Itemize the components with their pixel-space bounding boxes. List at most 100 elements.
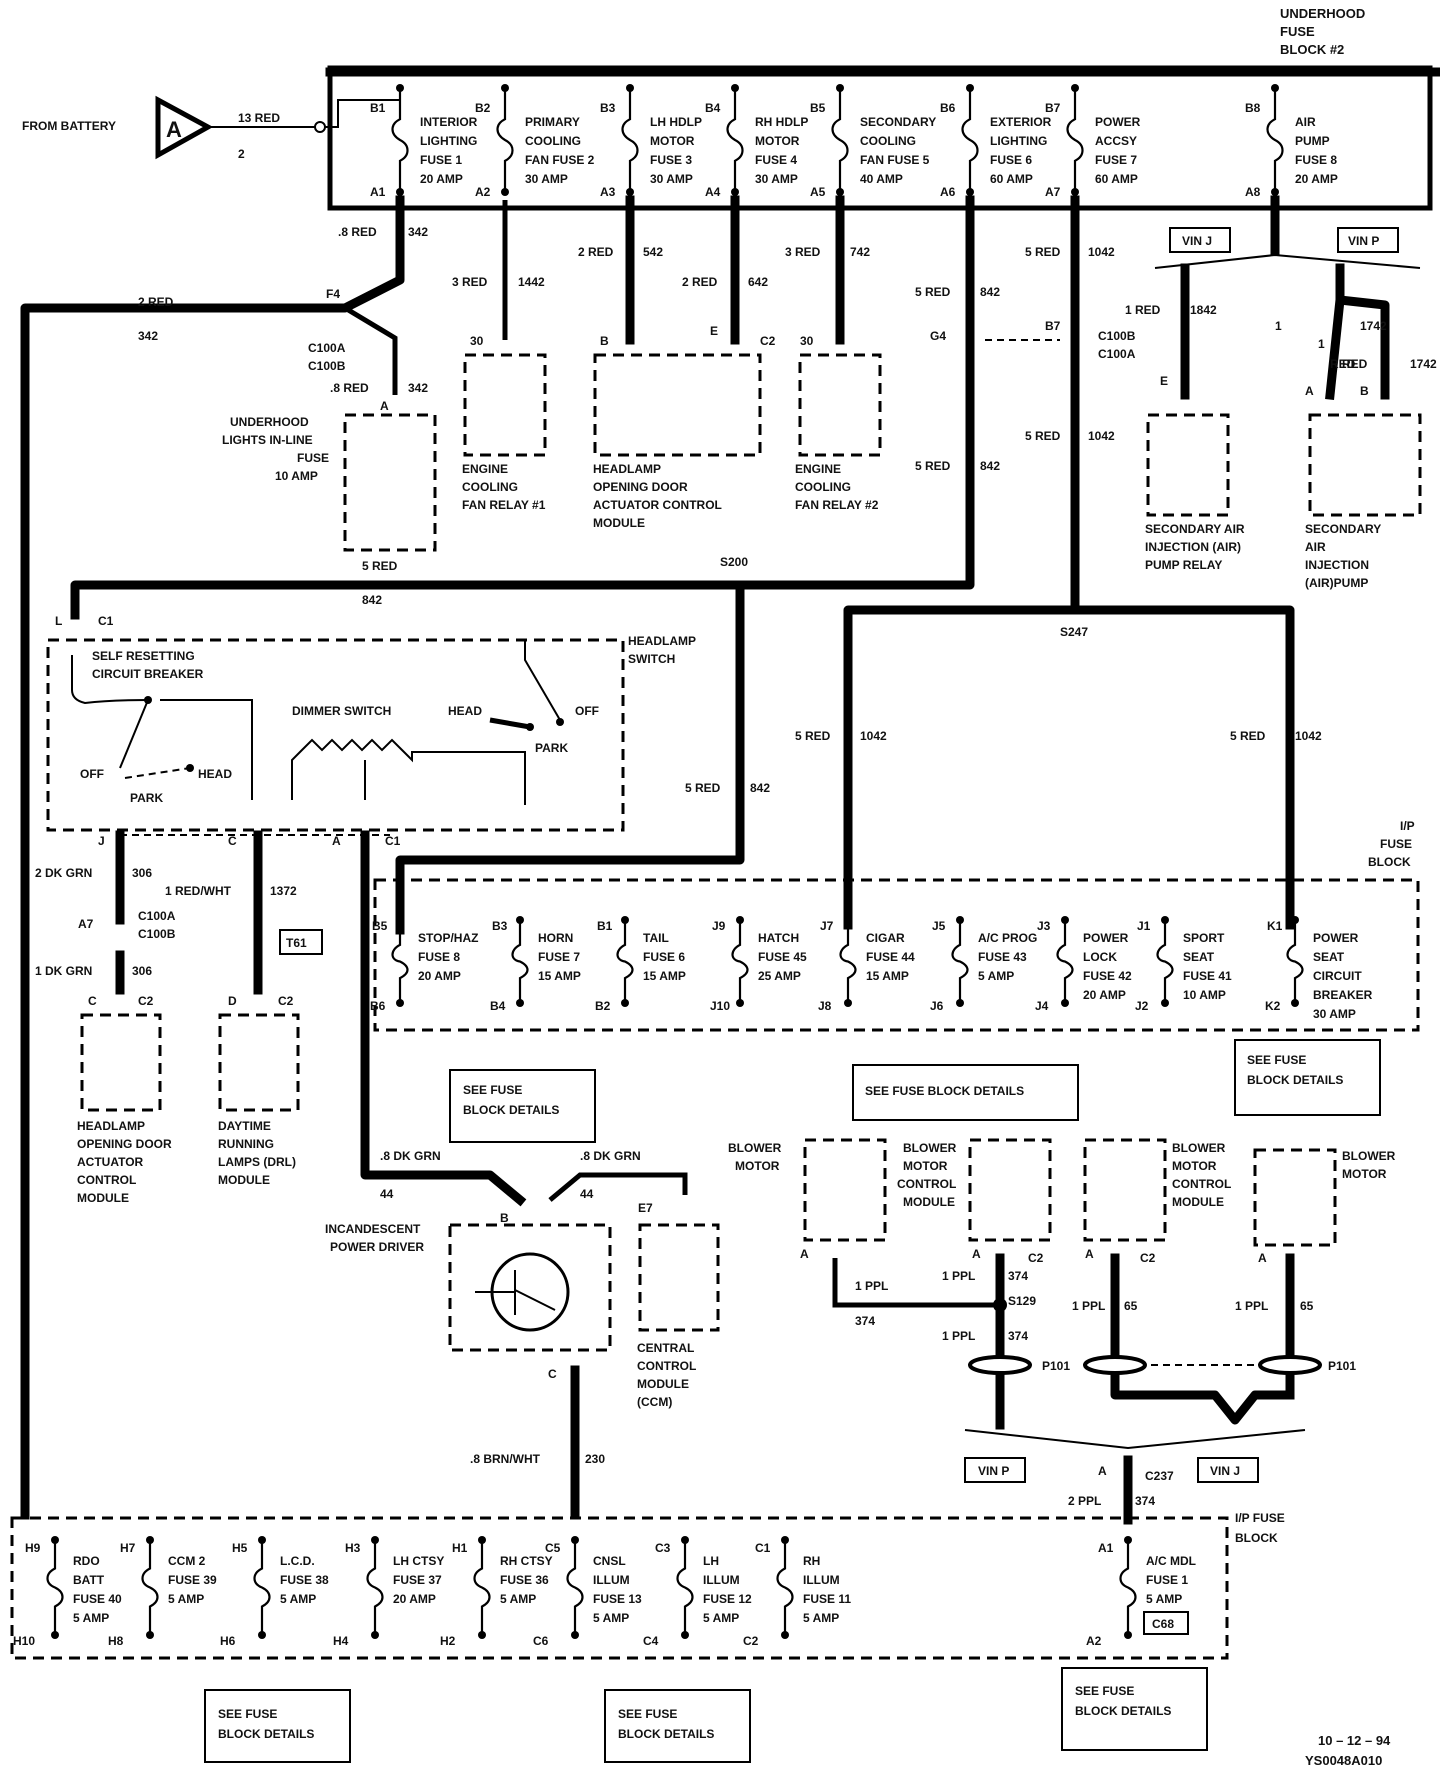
underhood-fuse-label: 60 AMP bbox=[1095, 172, 1138, 186]
ip-lower-fuse-label: LH bbox=[703, 1554, 719, 1568]
ccm-line-1: CENTRAL bbox=[637, 1341, 694, 1355]
ref-box-t61-label: T61 bbox=[286, 936, 307, 950]
underhood-fuse-label: COOLING bbox=[860, 134, 916, 148]
see-details-box-1 bbox=[449, 1069, 596, 1143]
dimmer-label: DIMMER SWITCH bbox=[292, 704, 391, 718]
ip-lower-fuse-9 bbox=[1119, 1536, 1137, 1639]
underhood-fuse-label: MOTOR bbox=[755, 134, 800, 148]
ip-upper-fuse-label: 5 AMP bbox=[978, 969, 1014, 983]
ip-lower-fuse-label: FUSE 37 bbox=[393, 1573, 442, 1587]
underhood-fuse-label: LIGHTING bbox=[420, 134, 477, 148]
underhood-fuse-label: LIGHTING bbox=[990, 134, 1047, 148]
ip-upper-fuse-label: HORN bbox=[538, 931, 573, 945]
wire-label: 3 RED bbox=[785, 245, 821, 259]
wire-label: 1042 bbox=[860, 729, 887, 743]
underhood-fuse-label: EXTERIOR bbox=[990, 115, 1052, 129]
underhood-fuse-label: RH HDLP bbox=[755, 115, 808, 129]
ip-upper-title-1: I/P bbox=[1400, 819, 1415, 833]
ip-lower-title-1: I/P FUSE bbox=[1235, 1511, 1285, 1525]
ip-lower-fuse-top-pin: H9 bbox=[25, 1541, 41, 1555]
ip-lower-fuse-top-pin: H5 bbox=[232, 1541, 248, 1555]
ip-lower-fuse-label: ILLUM bbox=[593, 1573, 630, 1587]
headlamp-switch-title-2: SWITCH bbox=[628, 652, 675, 666]
air-pump-box bbox=[1308, 413, 1422, 517]
air-pump-line-2: AIR bbox=[1305, 540, 1326, 554]
wire-label: 65 bbox=[1124, 1299, 1138, 1313]
wire-label: 1842 bbox=[1190, 303, 1217, 317]
wire-label: 1372 bbox=[270, 884, 297, 898]
ip-upper-fuse-top-pin: J1 bbox=[1137, 919, 1151, 933]
air-pump-line-3: INJECTION bbox=[1305, 558, 1369, 572]
breaker-symbol bbox=[71, 655, 149, 705]
ip-upper-fuse-label: FUSE 8 bbox=[418, 950, 460, 964]
underhood-fuse-top-pin: B7 bbox=[1045, 101, 1061, 115]
underhood-fuse-top-pin: B2 bbox=[475, 101, 491, 115]
blower-ctrl-2-line-1: BLOWER bbox=[1172, 1141, 1226, 1155]
wire-label: 306 bbox=[132, 866, 152, 880]
wire-label: C100B bbox=[1098, 329, 1136, 343]
underhood-title-1: UNDERHOOD bbox=[1280, 6, 1365, 21]
headlamp-switch-c1: C1 bbox=[98, 614, 114, 628]
underhood-fuse-bottom-pin: A3 bbox=[600, 185, 616, 199]
ip-upper-fuse-label: FUSE 41 bbox=[1183, 969, 1232, 983]
ip-upper-fuse-top-pin: B3 bbox=[492, 919, 508, 933]
ip-upper-fuse-label: FUSE 7 bbox=[538, 950, 580, 964]
headlamp-module-top-box bbox=[593, 353, 762, 457]
ip-upper-fuse-2 bbox=[511, 916, 529, 1007]
blower-ctrl-1-pin: A bbox=[972, 1247, 981, 1261]
headlamp-module-left-conn: C2 bbox=[138, 994, 154, 1008]
ip-fuse-block-upper-box bbox=[373, 878, 1420, 1032]
fan-relay-2-box bbox=[798, 353, 882, 457]
ip-lower-fuse-label: RH CTSY bbox=[500, 1554, 553, 1568]
headlamp-module-line-2: OPENING DOOR bbox=[593, 480, 688, 494]
fan-relay-2-line-3: FAN RELAY #2 bbox=[795, 498, 879, 512]
wire-label: 374 bbox=[1008, 1269, 1028, 1283]
headlamp-module-line-3: ACTUATOR CONTROL bbox=[593, 498, 722, 512]
underhood-title-3: BLOCK #2 bbox=[1280, 42, 1344, 57]
drl-module-pin: D bbox=[228, 994, 237, 1008]
underhood-fuse-block: UNDERHOOD FUSE BLOCK #2 FROM BATTERY A 1… bbox=[22, 6, 1433, 211]
wire-label: 5 RED bbox=[915, 459, 951, 473]
ip-lower-fuse-bottom-pin: H8 bbox=[108, 1634, 124, 1648]
wire-label: 842 bbox=[362, 593, 382, 607]
underhood-fuse-bottom-pin: A7 bbox=[1045, 185, 1061, 199]
ip-lower-fuse-label: 5 AMP bbox=[500, 1592, 536, 1606]
underhood-fuse-bottom-pin: A6 bbox=[940, 185, 956, 199]
wire-label: RED bbox=[1330, 357, 1356, 371]
ip-upper-fuse-label: FUSE 6 bbox=[643, 950, 685, 964]
wire-label: RED bbox=[1342, 357, 1368, 371]
underhood-fuse-6 bbox=[961, 84, 979, 196]
fan-relay-2-pin: 30 bbox=[800, 334, 814, 348]
ip-upper-fuse-label: 20 AMP bbox=[418, 969, 461, 983]
ip-lower-fuse-label: ILLUM bbox=[703, 1573, 740, 1587]
vin-p-lower-label: VIN P bbox=[978, 1464, 1009, 1478]
wire-label: 742 bbox=[850, 245, 870, 259]
ccm-line-2: CONTROL bbox=[637, 1359, 696, 1373]
ip-lower-fuse-7 bbox=[676, 1536, 694, 1639]
switch-pos-off: OFF bbox=[80, 767, 104, 781]
ip-upper-fuse-7 bbox=[1056, 916, 1074, 1007]
footer-code: YS0048A010 bbox=[1305, 1753, 1382, 1768]
fan-relay-1-pin: 30 bbox=[470, 334, 484, 348]
ip-lower-fuse-1 bbox=[46, 1536, 64, 1639]
underhood-fuse-bottom-pin: A2 bbox=[475, 185, 491, 199]
ip-upper-fuse-top-pin: J9 bbox=[712, 919, 726, 933]
ip-upper-fuse-label: 20 AMP bbox=[1083, 988, 1126, 1002]
headlamp-switch-box bbox=[46, 638, 625, 832]
from-battery-label: FROM BATTERY bbox=[22, 119, 116, 133]
wire-label: S129 bbox=[1008, 1294, 1036, 1308]
see-details-3-line-1: SEE FUSE bbox=[1247, 1053, 1306, 1067]
blower-ctrl-1-line-1: BLOWER bbox=[903, 1141, 957, 1155]
ip-lower-fuse-label: A/C MDL bbox=[1146, 1554, 1196, 1568]
ip-lower-fuse-3 bbox=[253, 1536, 271, 1639]
wire-label: C100A bbox=[1098, 347, 1136, 361]
ip-lower-fuse-top-pin: C1 bbox=[755, 1541, 771, 1555]
power-driver-pin-c: C bbox=[548, 1367, 557, 1381]
underhood-fuse-label: FUSE 3 bbox=[650, 153, 692, 167]
ip-upper-fuse-label: 10 AMP bbox=[1183, 988, 1226, 1002]
ip-upper-fuse-bottom-pin: B2 bbox=[595, 999, 611, 1013]
ip-lower-ref-label: C68 bbox=[1152, 1617, 1174, 1631]
blower-ctrl-2-box bbox=[1083, 1138, 1167, 1242]
see-details-box-4 bbox=[204, 1689, 351, 1763]
